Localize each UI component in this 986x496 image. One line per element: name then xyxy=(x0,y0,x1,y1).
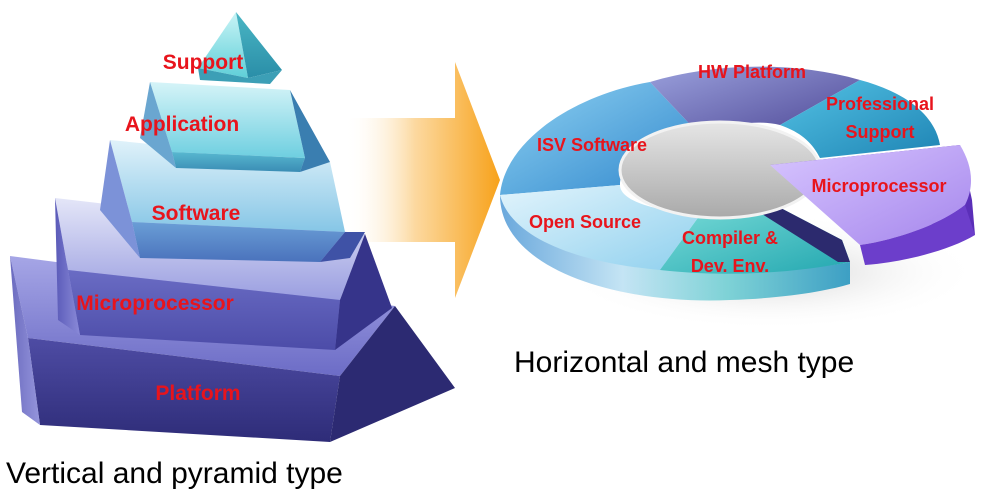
ring-label-compiler-line2: Dev. Env. xyxy=(691,256,769,276)
ring-label-professional-line2: Support xyxy=(846,122,915,142)
ring-diagram: HW Platform Professional Support ISV Sof… xyxy=(500,62,980,330)
pyramid: Support Application Software Microproces… xyxy=(10,12,455,442)
pyramid-layer-software xyxy=(100,140,365,262)
pyramid-label-application: Application xyxy=(125,113,239,136)
ring-segment-microprocessor xyxy=(770,145,975,265)
ring-segment-isv-software xyxy=(500,82,700,195)
ring-segment-professional-support xyxy=(780,80,940,158)
transition-arrow xyxy=(345,62,500,298)
ring-label-isv-software: ISV Software xyxy=(537,135,647,155)
ring-label-professional-line1: Professional xyxy=(826,94,934,114)
ring-segment-open-source xyxy=(500,185,700,270)
pyramid-layer-support xyxy=(198,12,282,84)
ring-label-open-source: Open Source xyxy=(529,212,641,232)
pyramid-label-support: Support xyxy=(163,51,243,74)
pyramid-caption: Vertical and pyramid type xyxy=(6,457,343,490)
pyramid-layer-application xyxy=(140,82,330,172)
ring-label-compiler-line1: Compiler & xyxy=(682,228,778,248)
ring-gap-shadow xyxy=(762,205,850,262)
pyramid-label-software: Software xyxy=(152,202,241,225)
ring-label-hw-platform: HW Platform xyxy=(698,62,806,82)
ring-side-wall xyxy=(500,195,850,301)
pyramid-label-microprocessor: Microprocessor xyxy=(76,292,234,315)
ring-caption: Horizontal and mesh type xyxy=(514,346,854,379)
ring-label-microprocessor: Microprocessor xyxy=(811,176,946,196)
ring-segment-hw-platform xyxy=(650,66,860,135)
pyramid-label-platform: Platform xyxy=(155,382,240,405)
